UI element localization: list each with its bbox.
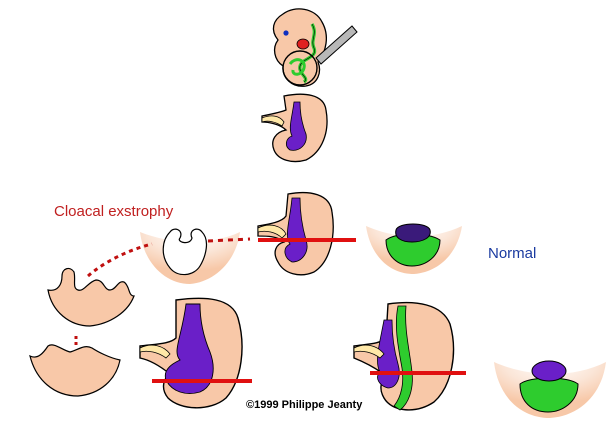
normal-section-bottom bbox=[494, 360, 606, 418]
exstrophy-surface bbox=[47, 267, 135, 327]
copyright-label: ©1999 Philippe Jeanty bbox=[246, 399, 363, 411]
tail-section-exstrophy-allantois bbox=[139, 344, 171, 359]
dotted-connectors bbox=[74, 237, 251, 346]
tail-section-1 bbox=[261, 93, 328, 163]
probe bbox=[315, 25, 358, 65]
exstrophy-section-open bbox=[140, 228, 240, 284]
dotted-connector-left bbox=[87, 242, 153, 278]
exstrophy-surface-shape bbox=[47, 267, 135, 327]
exstrophy-open-cavity bbox=[162, 228, 208, 276]
tail-section-normal-allantois bbox=[353, 344, 385, 359]
normal-cloaca-bottom bbox=[531, 360, 567, 382]
embryo-eye bbox=[283, 30, 289, 36]
embryo-tube-outline bbox=[299, 23, 315, 83]
tail-section-1-cloaca bbox=[286, 101, 307, 151]
exstrophy-closed-shape bbox=[29, 344, 121, 397]
tail-section-1-allantois bbox=[261, 115, 285, 127]
normal-label: Normal bbox=[488, 245, 537, 262]
normal-section-top bbox=[366, 223, 462, 274]
tail-section-exstrophy-cloaca bbox=[164, 303, 214, 394]
normal-cloaca-top bbox=[395, 223, 431, 243]
tail-section-normal bbox=[353, 301, 466, 411]
tail-section-2 bbox=[257, 191, 356, 276]
embryo-overview bbox=[272, 8, 358, 87]
embryo-heart bbox=[296, 38, 310, 50]
exstrophy-closed-surface bbox=[29, 344, 121, 397]
cloacal-exstrophy-label: Cloacal exstrophy bbox=[54, 203, 174, 220]
magnifier-circle bbox=[282, 50, 318, 86]
tail-section-normal-mesoderm bbox=[393, 305, 413, 411]
dotted-connector-right bbox=[207, 237, 251, 243]
magnifier-content bbox=[288, 58, 306, 76]
tail-section-exstrophy bbox=[139, 297, 252, 409]
tail-section-2-cloaca bbox=[284, 197, 308, 263]
